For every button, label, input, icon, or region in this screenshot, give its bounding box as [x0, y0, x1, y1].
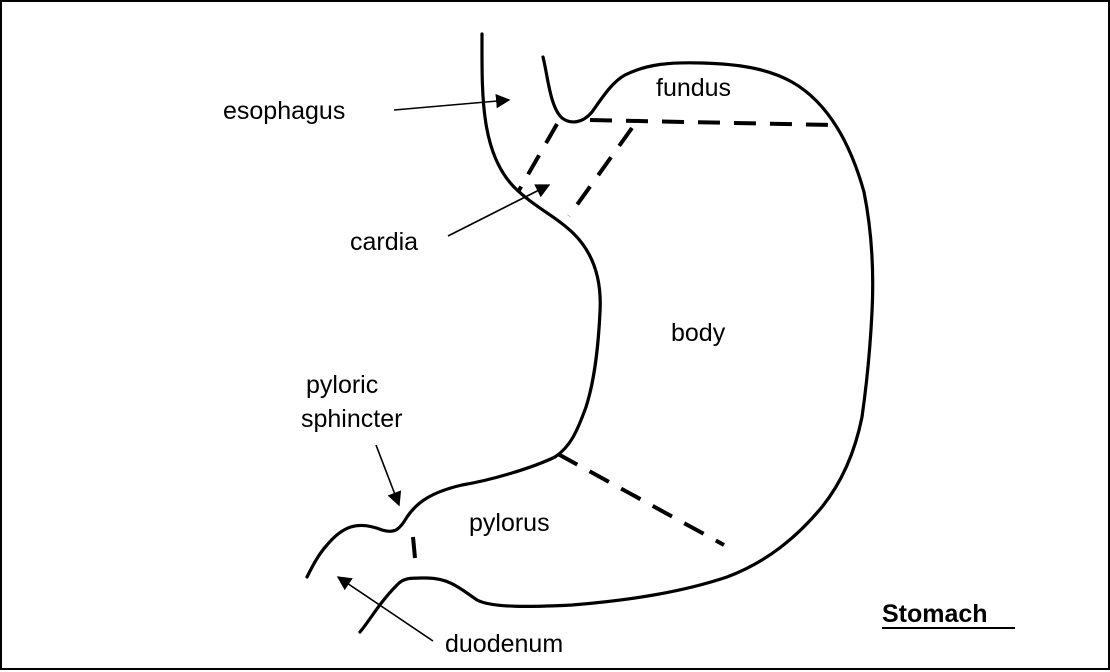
fundus-boundary-line [590, 120, 832, 125]
cardia-arrow [448, 185, 549, 236]
pyloric-sphincter-arrow [376, 445, 399, 505]
pyloric-label: pyloric [306, 371, 378, 399]
esophagus-label: esophagus [223, 97, 345, 125]
duodenum-label: duodenum [445, 630, 563, 658]
fundus-label: fundus [656, 74, 731, 102]
cardia-boundary-right [569, 128, 632, 216]
esophagus-arrow [394, 100, 509, 110]
duodenum-arrow [338, 577, 433, 641]
diagram-title: Stomach [882, 600, 988, 628]
greater-curvature-outline [360, 57, 873, 632]
body-label: body [671, 319, 726, 347]
pylorus-label: pylorus [469, 509, 550, 537]
pyloric-sphincter-line [413, 537, 415, 558]
cardia-label: cardia [350, 228, 418, 256]
lesser-curvature-outline [307, 34, 600, 577]
sphincter-label: sphincter [301, 405, 402, 433]
pylorus-boundary-line [558, 454, 724, 545]
cardia-boundary-left [518, 124, 557, 192]
